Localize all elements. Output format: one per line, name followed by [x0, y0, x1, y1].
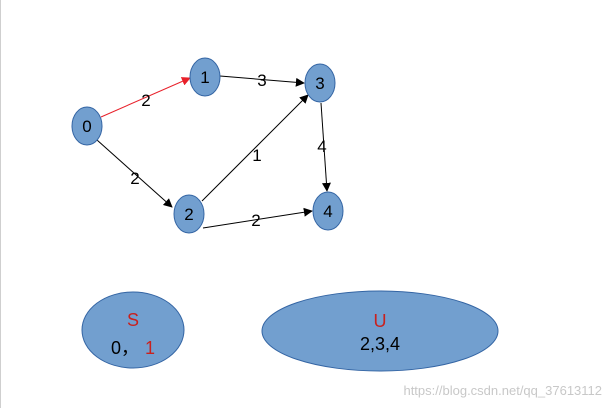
left-border-line — [0, 0, 1, 408]
edge-weight-1-3: 3 — [257, 71, 266, 90]
edge-3-4 — [320, 102, 331, 192]
edge-0-1 — [100, 77, 191, 118]
edge-1-3 — [219, 75, 305, 87]
set-s-items-highlight: 1 — [145, 338, 155, 358]
watermark: https://blog.csdn.net/qq_37613112 — [403, 383, 602, 398]
node-label-3: 3 — [315, 74, 324, 93]
node-label-0: 0 — [82, 117, 91, 136]
edge-0-2 — [96, 139, 173, 208]
edges-layer: 2 2 3 1 2 4 — [96, 71, 331, 230]
set-s-title: S — [127, 310, 139, 330]
set-s-ellipse — [81, 291, 185, 369]
node-3 — [304, 63, 336, 103]
edge-weight-0-2: 2 — [130, 169, 139, 188]
nodes-layer: 0 1 2 3 4 — [71, 57, 344, 234]
set-u-items: 2,3,4 — [360, 334, 400, 354]
node-1 — [189, 57, 221, 97]
node-4 — [312, 191, 344, 231]
set-s-items: 0， 1 — [111, 338, 155, 358]
edge-2-3 — [201, 94, 309, 202]
node-label-2: 2 — [184, 205, 193, 224]
edge-2-4 — [202, 207, 313, 229]
set-u-title: U — [374, 311, 387, 331]
set-s-items-first: 0， — [111, 338, 139, 358]
edge-weight-0-1: 2 — [141, 91, 150, 110]
set-s: S 0， 1 — [81, 291, 185, 369]
node-0 — [71, 106, 103, 146]
node-label-4: 4 — [323, 202, 332, 221]
node-2 — [173, 194, 205, 234]
edge-weight-3-4: 4 — [317, 137, 326, 156]
node-label-1: 1 — [200, 68, 209, 87]
edge-weight-2-4: 2 — [251, 211, 260, 230]
edge-weight-2-3: 1 — [252, 146, 261, 165]
set-u-ellipse — [261, 290, 499, 372]
set-u: U 2,3,4 — [261, 290, 499, 372]
